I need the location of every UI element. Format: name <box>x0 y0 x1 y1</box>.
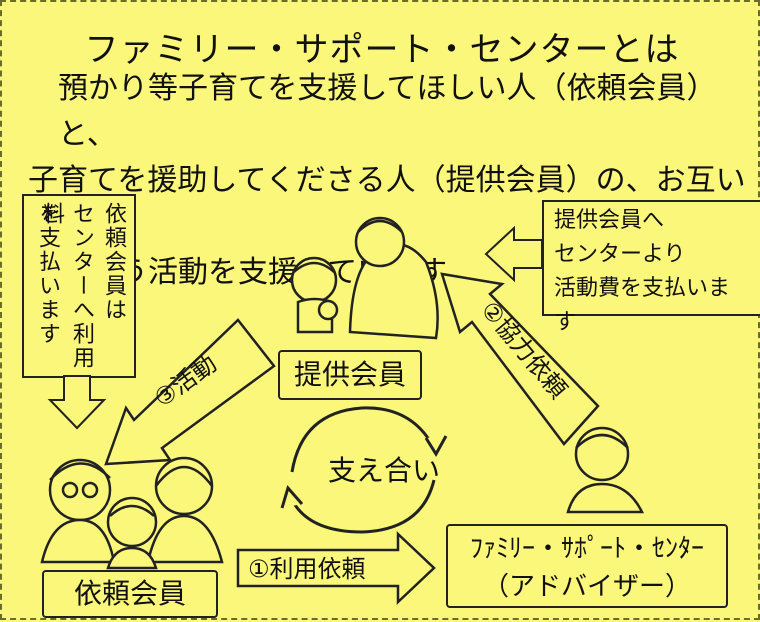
provider-member-label: 提供会員 <box>293 358 406 391</box>
activity-fee-note-box: 提供会員へ センターより 活動費を支払います <box>542 200 760 335</box>
family-support-center-box: ﾌｧﾐﾘｰ・ｻﾎﾟｰﾄ・ｾﾝﾀｰ （アドバイザー） <box>446 524 728 608</box>
adviser-illustration <box>566 426 645 514</box>
activity-fee-note-line-1: 提供会員へ <box>554 208 665 233</box>
requester-member-label: 依頼会員 <box>73 577 186 610</box>
requester-member-box: 依頼会員 <box>42 570 218 618</box>
adviser-label: （アドバイザー） <box>482 572 691 602</box>
provider-member-box: 提供会員 <box>278 350 422 400</box>
usage-arrow: ①利用依頼 <box>236 531 436 605</box>
mutual-support-label: 支え合い <box>328 454 440 487</box>
page-title: ファミリー・サポート・センターとは <box>84 30 680 70</box>
fee-note-col-3: を支払います <box>35 202 60 346</box>
cooperation-arrow: ②協力依頼 <box>440 272 600 446</box>
mutual-support-cycle: 支え合い <box>280 406 448 534</box>
activity-arrow: ③活動 <box>104 318 276 466</box>
requester-family-illustration <box>40 456 224 570</box>
fee-left-arrow <box>484 225 543 283</box>
intro-line-1: 預かり等子育てを支援してほしい人（依頼会員）と、 <box>58 71 717 152</box>
provider-illustration <box>290 216 439 340</box>
activity-fee-note-line-2: センターより <box>554 242 686 267</box>
usage-arrow-label: ①利用依頼 <box>248 555 366 583</box>
center-label: ﾌｧﾐﾘｰ・ｻﾎﾟｰﾄ・ｾﾝﾀｰ <box>469 534 704 564</box>
activity-fee-note-line-3: 活動費を支払います <box>554 276 731 335</box>
fee-note-col-1: 依頼会員は <box>101 202 126 322</box>
fee-note-col-2: センターへ利用料 <box>39 202 94 370</box>
fee-down-arrow <box>47 375 107 430</box>
